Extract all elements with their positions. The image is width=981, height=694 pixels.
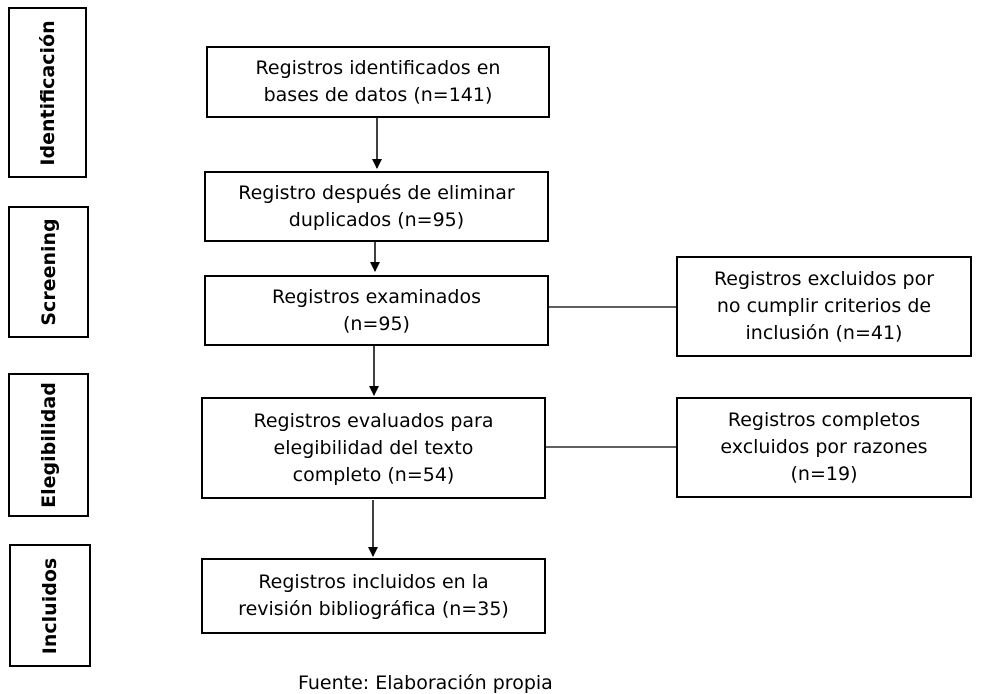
box-deduplicated: Registro después de eliminar duplicados … xyxy=(204,171,549,242)
box-screened: Registros examinados (n=95) xyxy=(204,275,549,346)
stage-identification: Identificación xyxy=(8,7,87,178)
box-assessed-line-1: Registros evaluados para xyxy=(253,409,494,432)
stage-included: Incluidos xyxy=(9,544,91,667)
box-assessed: Registros evaluados para elegibilidad de… xyxy=(201,397,546,499)
box-identified-line-2: bases de datos (n=141) xyxy=(263,84,493,106)
box-excluded-reasons: Registros completos excluidos por razone… xyxy=(676,397,972,498)
stage-screening: Screening xyxy=(8,206,89,338)
box-assessed-line-3: completo (n=54) xyxy=(292,463,455,486)
box-deduplicated-line-2: duplicados (n=95) xyxy=(288,208,465,231)
stage-eligibility: Elegibilidad xyxy=(8,373,89,517)
box-excluded-criteria-line-1: Registros excluidos por xyxy=(713,268,935,290)
box-identified: Registros identificados en bases de dato… xyxy=(206,46,550,118)
box-screened-line-2: (n=95) xyxy=(343,312,410,335)
box-excluded-criteria-line-3: inclusión (n=41) xyxy=(745,322,903,344)
box-included: Registros incluidos en la revisión bibli… xyxy=(201,558,546,634)
box-included-line-1: Registros incluidos en la xyxy=(258,571,489,593)
box-screened-line-1: Registros examinados xyxy=(272,285,481,308)
box-excluded-reasons-line-1: Registros completos xyxy=(727,409,921,431)
box-excluded-reasons-line-3: (n=19) xyxy=(790,463,858,485)
box-identified-line-1: Registros identificados en xyxy=(255,57,501,79)
box-excluded-reasons-line-2: excluidos por razones xyxy=(720,436,928,458)
box-excluded-criteria: Registros excluidos por no cumplir crite… xyxy=(676,256,972,357)
source-caption: Fuente: Elaboración propia xyxy=(298,672,553,694)
box-included-line-2: revisión bibliográfica (n=35) xyxy=(238,598,509,620)
box-assessed-line-2: elegibilidad del texto xyxy=(273,436,474,459)
box-excluded-criteria-line-2: no cumplir criterios de xyxy=(716,295,932,317)
box-deduplicated-line-1: Registro después de eliminar xyxy=(238,181,515,204)
